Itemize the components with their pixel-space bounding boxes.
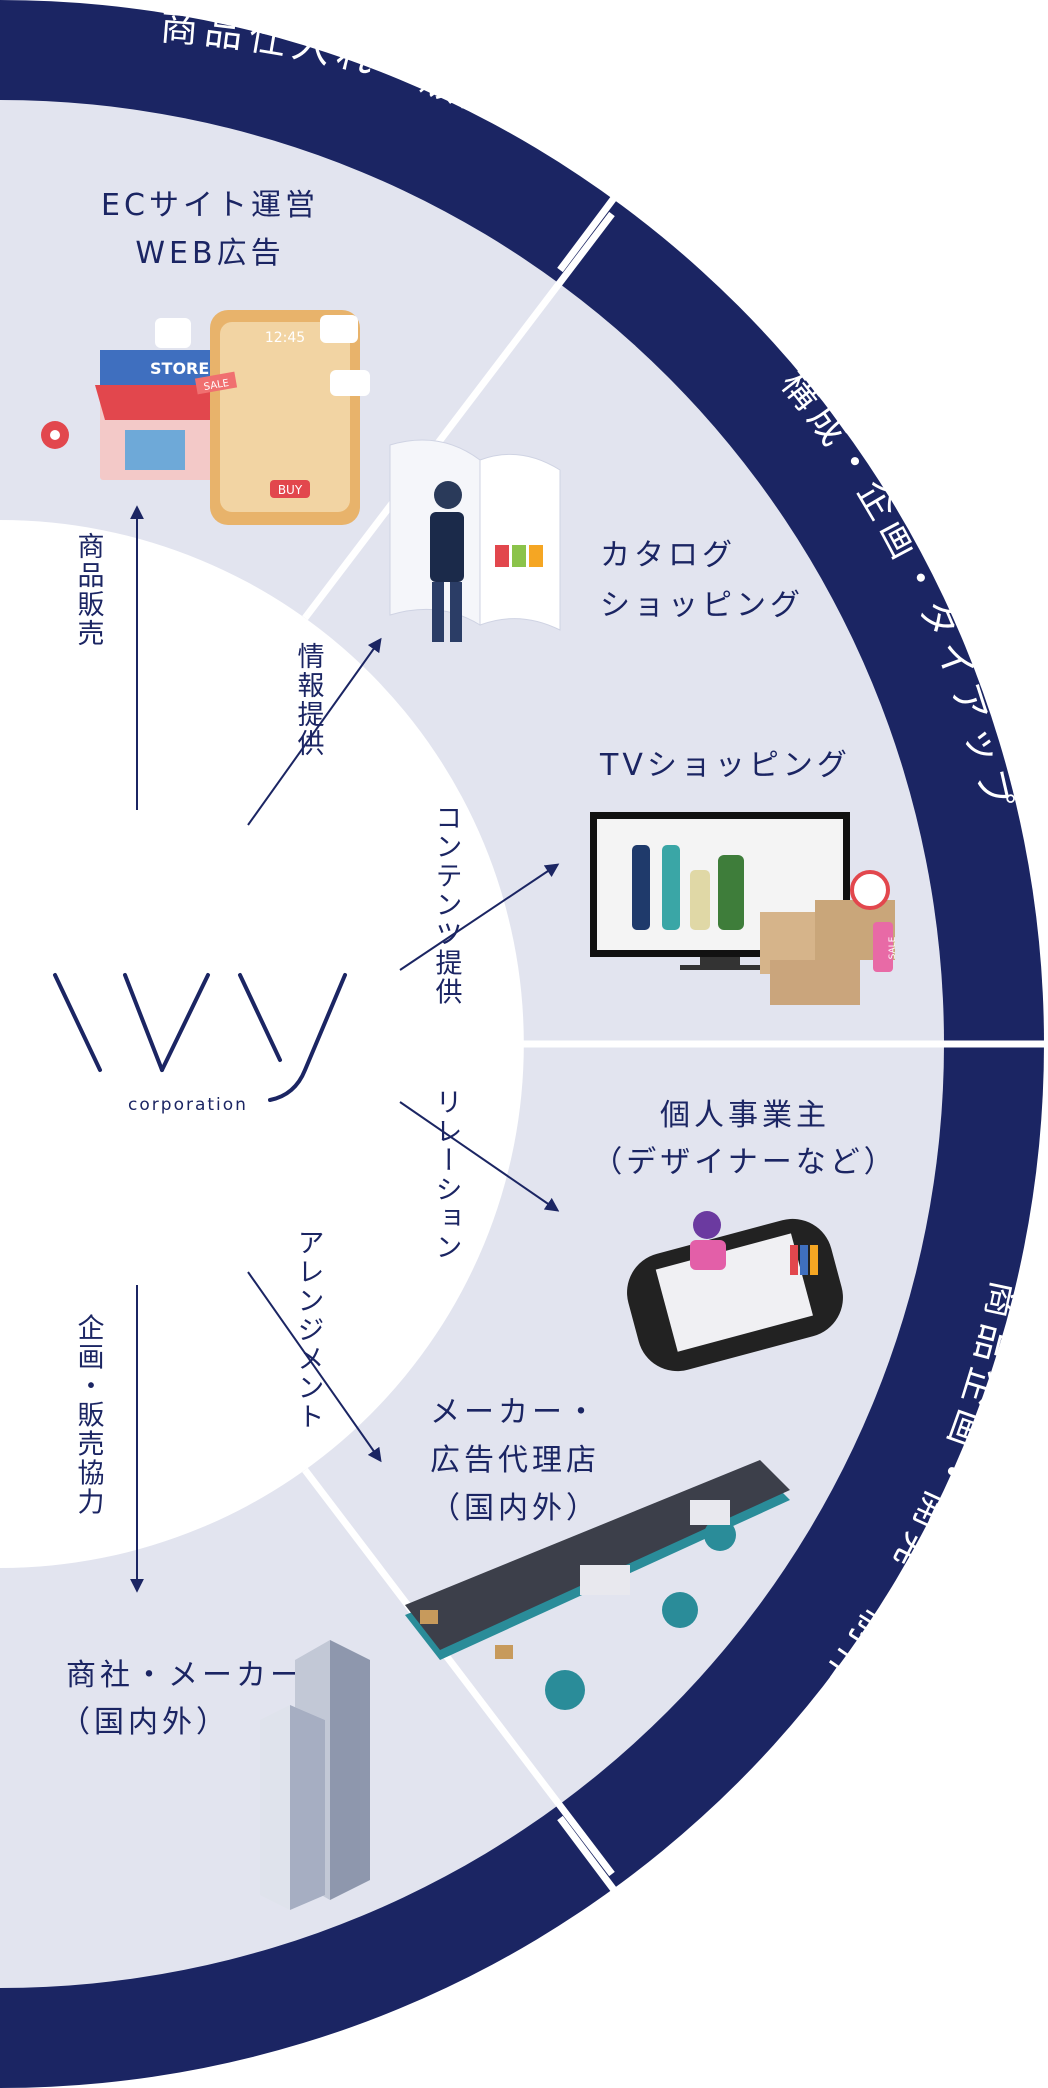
catalog-label-line1: カタログ <box>600 538 736 573</box>
individual-label-line2: （デザイナーなど） <box>592 1145 897 1180</box>
tv-label: TVショッピング <box>599 748 851 783</box>
maker-label-line3: （国内外） <box>430 1491 600 1526</box>
maker-label-line1: メーカー・ <box>430 1395 600 1430</box>
catalog-illustration <box>389 439 561 642</box>
svg-text:企画・販売協力: 企画・販売協力 <box>73 1313 105 1516</box>
tv-illustration: SALE <box>590 812 898 1005</box>
sale-tag: SALE <box>203 378 230 393</box>
buy-button: BUY <box>278 483 303 497</box>
arrow-label-content: コンテンツ提供 <box>431 804 463 1007</box>
arrow-label-sales: 商品販売 <box>73 532 104 648</box>
svg-text:リレーション: リレーション <box>431 1088 462 1262</box>
ring-dividers <box>557 187 623 1901</box>
arrow-info <box>247 637 382 826</box>
center-circle <box>0 520 524 1568</box>
designer-illustration <box>627 1211 843 1372</box>
segment-dividers <box>302 211 1048 1877</box>
arrow-arrange <box>247 1271 382 1463</box>
box-sale-tag: SALE <box>888 936 898 959</box>
ivy-logo <box>53 973 347 1102</box>
ec-label-line2: WEB広告 <box>135 236 284 271</box>
logo-subtitle: corporation <box>128 1095 248 1115</box>
arrow-content <box>399 863 560 971</box>
store-sign: STORE <box>150 359 209 378</box>
arrow-label-info: 情報提供 <box>293 642 325 758</box>
individual-label-line1: 個人事業主 <box>660 1098 830 1133</box>
arrow-label-arrange: アレンジメント <box>293 1229 324 1432</box>
svg-text:アレンジメント: アレンジメント <box>293 1229 324 1432</box>
buildings-illustration <box>260 1640 370 1910</box>
svg-text:商品販売: 商品販売 <box>73 532 104 648</box>
arrow-label-relation: リレーション <box>431 1088 462 1262</box>
maker-label-line2: 広告代理店 <box>430 1443 600 1478</box>
phone-time: 12:45 <box>265 330 305 346</box>
store-illustration: STORE 12:45 BUY SALE <box>41 310 370 525</box>
svg-text:コンテンツ提供: コンテンツ提供 <box>431 804 463 1007</box>
arrow-label-planning: 企画・販売協力 <box>73 1313 105 1516</box>
arrow-relation <box>399 1101 560 1212</box>
trading-label-line1: 商社・メーカー <box>66 1658 304 1693</box>
trading-label-line2: （国内外） <box>60 1705 230 1740</box>
factory-illustration <box>405 1460 790 1710</box>
svg-text:情報提供: 情報提供 <box>293 642 325 758</box>
ec-label-line1: ECサイト運営 <box>101 188 319 223</box>
catalog-label-line2: ショッピング <box>600 588 804 623</box>
